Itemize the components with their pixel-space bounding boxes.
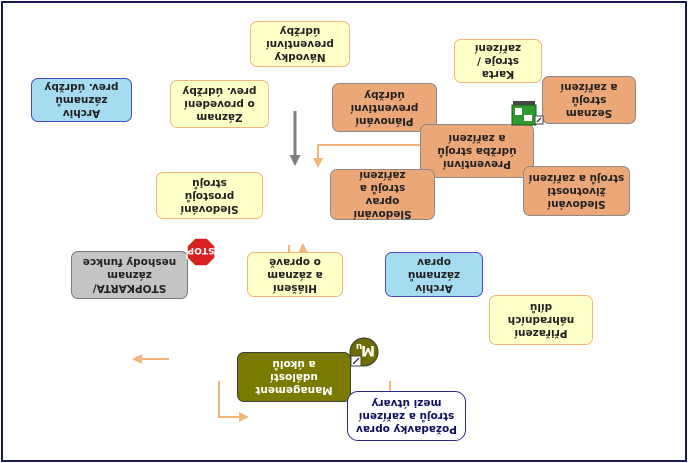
- arrow-zaznam-to-navodky: [218, 381, 249, 422]
- hlaseni-box: Hlášení a záznam o opravě: [247, 252, 343, 297]
- machine-tool-icon: [511, 101, 544, 126]
- mu-logo-sub: u: [356, 341, 362, 351]
- navodky-box: Návodky preventivní údržby: [250, 21, 350, 67]
- archiv-oprav-box: Archiv záznamů oprav: [385, 252, 483, 297]
- pozadavky-box: Požadavky oprav strojů a zařízení mezi ú…: [347, 391, 466, 441]
- mu-logo-letter: M: [361, 342, 375, 358]
- archiv-prev-box: Archiv záznamů prev. údržby: [31, 78, 132, 122]
- stopkarta-box: STOPKARTA/ záznam neshody funkce: [71, 251, 188, 299]
- zaznam-box: Záznam o provedení prev. údržby: [170, 80, 269, 128]
- karta-box: Karta stroje / zařízení: [454, 39, 542, 83]
- stop-sign-text: STOP: [187, 245, 214, 255]
- seznam-box: Seznam strojů a zařízení: [542, 76, 636, 124]
- stop-sign-icon: STOP: [186, 237, 216, 267]
- prirazeni-box: Přiřazení náhradních dílů: [489, 295, 593, 345]
- mu-logo-icon: M u: [349, 337, 379, 367]
- sled-zivotnosti-box: Sledování životnosti strojů a zařízení: [523, 166, 630, 216]
- planovani-box: Plánování preventivní údržby: [332, 83, 437, 132]
- management-box: Management událostí a úkolů: [237, 352, 351, 402]
- preventivni-box: Preventivní údržba strojů a zařízení: [420, 124, 534, 178]
- sled-prostoju-box: Sledování prostojů strojů: [156, 172, 263, 219]
- sled-oprav-box: Sledování oprav strojů a zařízení: [330, 169, 435, 221]
